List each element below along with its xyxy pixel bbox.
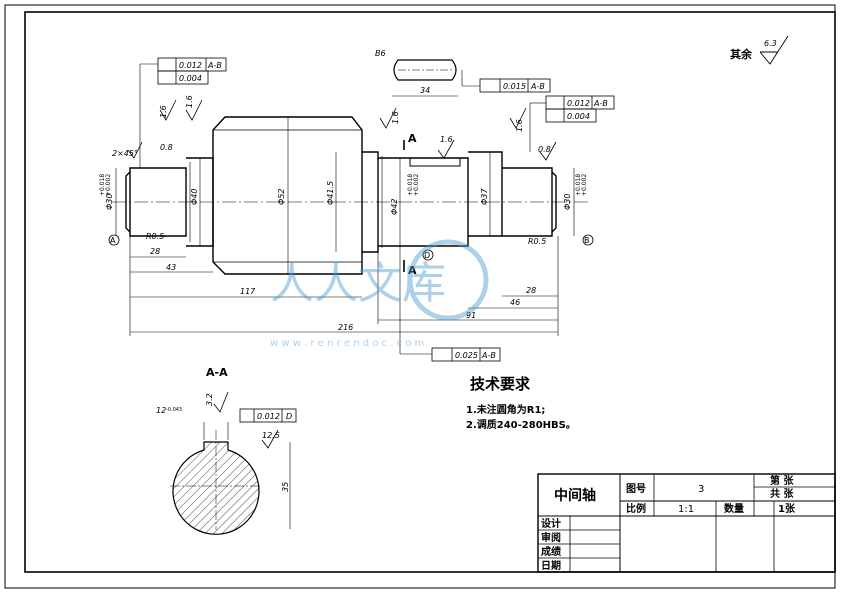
dim-46: 46 xyxy=(510,298,520,307)
technical-requirements: 技术要求 1.未注圆角为R1; 2.调质240-280HBS。 xyxy=(466,375,576,431)
dim-r05b: R0.5 xyxy=(528,237,546,246)
roughness-08a: 0.8 xyxy=(160,143,173,152)
watermark: 人人文库 w w w . r e n r e n d o c . c o m xyxy=(270,239,489,349)
scale-label: 比例 xyxy=(626,502,646,515)
dim-216: 216 xyxy=(338,323,353,332)
sheet-label-2: 共 张 xyxy=(770,487,794,500)
dim-91: 91 xyxy=(466,311,476,320)
dim-b6: B6 xyxy=(375,49,386,58)
dim-d30-left: Φ30 xyxy=(105,194,114,210)
frame-leaders xyxy=(139,63,546,355)
datum-a: A xyxy=(110,236,116,245)
requirement-1: 1.未注圆角为R1; xyxy=(466,403,545,416)
dimension-lines xyxy=(115,95,575,336)
dim-117: 117 xyxy=(240,287,256,296)
roughness-16a: 1.6 xyxy=(159,105,168,118)
section-width: 12 xyxy=(156,406,166,415)
tol-pos-hub: +0.018 xyxy=(407,174,414,196)
datum-d: D xyxy=(424,251,430,260)
dim-34: 34 xyxy=(420,86,430,95)
frame-section-sym-datum: D xyxy=(286,412,292,421)
dim-chamfer: 2×45° xyxy=(112,149,138,158)
frame-right-runout-value: 0.012 xyxy=(567,99,590,108)
roughness-symbols xyxy=(127,99,557,161)
dim-d37: Φ37 xyxy=(480,188,489,205)
section-tol: -0.043 xyxy=(166,407,182,413)
part-name: 中间轴 xyxy=(554,487,596,504)
scale-value: 1:1 xyxy=(678,504,694,515)
drawing-no-label: 图号 xyxy=(626,483,646,495)
tol-pos-right: +0.018 xyxy=(575,174,582,196)
tolerance-frames xyxy=(157,57,615,423)
frame-bottom-runout-datum: A-B xyxy=(481,351,496,360)
watermark-url: w w w . r e n r e n d o c . c o m xyxy=(270,338,424,349)
dim-43: 43 xyxy=(166,263,176,272)
inner-frame xyxy=(24,11,836,573)
qty-label: 数量 xyxy=(724,502,744,515)
roughness-32: 3.2 xyxy=(205,393,214,406)
section-view: A-A 35 12 -0.043 3.2 12.5 xyxy=(156,366,291,535)
grade-label: 成绩 xyxy=(541,545,561,558)
roughness-16c: 1.6 xyxy=(391,111,400,124)
drawing-no: 3 xyxy=(698,484,704,495)
drafting-label: 审阅 xyxy=(541,531,561,544)
roughness-125: 12.5 xyxy=(262,431,280,440)
tol-pos-left: +0.018 xyxy=(99,174,106,196)
roughness-08b: 0.8 xyxy=(538,145,551,154)
frame-key-runout-value: 0.015 xyxy=(503,82,526,91)
dim-r05a: R0.5 xyxy=(146,232,164,241)
requirements-title: 技术要求 xyxy=(470,375,531,393)
dim-d52: Φ52 xyxy=(277,189,286,205)
frame-left-runout-datum: A-B xyxy=(207,61,222,70)
qty-value: 1张 xyxy=(778,502,796,515)
tol-neg-hub: +0.002 xyxy=(413,174,420,196)
dim-d40: Φ40 xyxy=(190,189,199,205)
surface-finish-label: 其余 xyxy=(730,47,753,61)
dim-28a: 28 xyxy=(150,247,160,256)
roughness-16b: 1.6 xyxy=(185,95,194,108)
tol-neg-right: +0.002 xyxy=(581,174,588,196)
sheet-label-1: 第 张 xyxy=(770,474,794,487)
requirement-2: 2.调质240-280HBS。 xyxy=(466,418,576,431)
roughness-16e: 1.6 xyxy=(440,135,453,144)
frame-right-cyl-value: 0.004 xyxy=(567,112,590,121)
section-view-label: A-A xyxy=(206,366,228,379)
frame-key-runout-datum: A-B xyxy=(530,82,545,91)
roughness-16d: 1.6 xyxy=(515,119,524,132)
key-profile xyxy=(393,59,457,81)
datum-markers: A B D xyxy=(108,234,594,261)
section-depth: 35 xyxy=(281,482,290,492)
frame-left-cyl-value: 0.004 xyxy=(179,74,202,83)
watermark-text: 人人文库 xyxy=(270,258,446,309)
dimension-text: 28 43 117 216 91 46 28 34 2×45° R0.5 R0.… xyxy=(99,49,588,332)
section-mark-bottom: A xyxy=(408,264,417,277)
frame-left-runout-value: 0.012 xyxy=(179,61,202,70)
dim-dhub: Φ42 xyxy=(390,199,399,215)
frame-right-runout-datum: A-B xyxy=(593,99,608,108)
frame-bottom-runout-value: 0.025 xyxy=(455,351,478,360)
title-block xyxy=(537,473,836,573)
section-marks: A A xyxy=(403,132,417,277)
dim-28b: 28 xyxy=(526,286,536,295)
date-label: 日期 xyxy=(541,559,561,572)
design-label: 设计 xyxy=(541,517,561,530)
surface-finish-note: 其余 6.3 xyxy=(730,35,789,65)
section-mark-top: A xyxy=(408,132,417,145)
shaft-main-view xyxy=(112,116,590,275)
tol-neg-left: +0.002 xyxy=(105,174,112,196)
dim-d30-right: Φ30 xyxy=(563,194,572,210)
surface-finish-value: 6.3 xyxy=(764,39,777,48)
dim-d41: Φ41.5 xyxy=(326,181,335,205)
datum-b: B xyxy=(584,236,590,245)
frame-section-sym-value: 0.012 xyxy=(257,412,280,421)
